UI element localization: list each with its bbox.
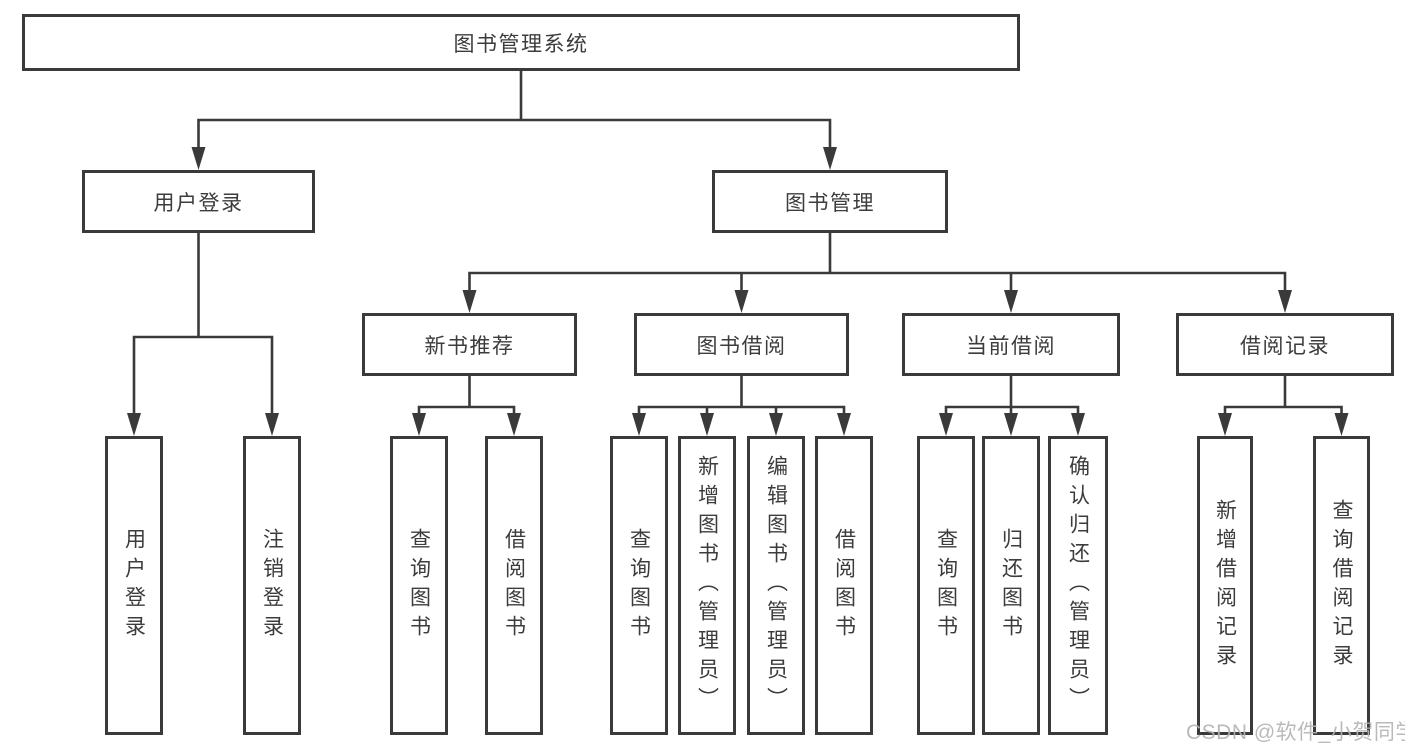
- leaf-borrow-books-recommend: 借阅图书: [485, 436, 543, 735]
- leaf-logout: 注销登录: [243, 436, 301, 735]
- leaf-return-books: 归还图书: [982, 436, 1040, 735]
- leaf-confirm-return-admin: 确认归还（管理员）: [1048, 436, 1108, 735]
- arrowhead-icons: [127, 147, 1349, 436]
- leaf-query-borrow-record: 查询借阅记录: [1313, 436, 1370, 735]
- node-borrowing-records: 借阅记录: [1176, 313, 1394, 376]
- node-book-management: 图书管理: [712, 170, 948, 233]
- leaf-query-books-current: 查询图书: [917, 436, 975, 735]
- node-book-borrowing: 图书借阅: [634, 313, 849, 376]
- node-new-book-recommendation: 新书推荐: [362, 313, 577, 376]
- leaf-borrow-books: 借阅图书: [815, 436, 873, 735]
- node-current-borrowing: 当前借阅: [902, 313, 1120, 376]
- leaf-query-books-borrow: 查询图书: [610, 436, 668, 735]
- leaf-user-login: 用户登录: [105, 436, 163, 735]
- leaf-edit-books-admin: 编辑图书（管理员）: [747, 436, 805, 735]
- node-user-login: 用户登录: [82, 170, 315, 233]
- leaf-add-borrow-record: 新增借阅记录: [1197, 436, 1253, 735]
- node-library-management-system: 图书管理系统: [22, 14, 1020, 71]
- leaf-query-books-recommend: 查询图书: [390, 436, 448, 735]
- leaf-add-books-admin: 新增图书（管理员）: [678, 436, 736, 735]
- csdn-watermark: CSDN @软件_小贺同学: [1186, 721, 1405, 744]
